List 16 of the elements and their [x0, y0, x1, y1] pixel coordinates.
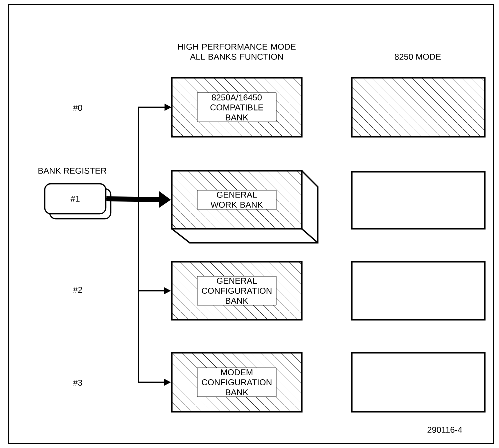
bank-box: GENERAL WORK BANK [171, 170, 303, 230]
node-label: BANK REGISTER [38, 168, 107, 174]
bank-box: MODEM CONFIGURATION BANK [171, 352, 303, 413]
bank-number: #2 [73, 287, 82, 293]
figure-number: 290116-4 [428, 427, 462, 433]
bank-number: #0 [73, 105, 82, 111]
bank-number: #3 [73, 380, 82, 386]
empty-box [351, 171, 486, 230]
column-heading: HIGH PERFORMANCE MODE ALL BANKS FUNCTION [178, 44, 296, 60]
column-heading: 8250 MODE [394, 54, 441, 60]
bank-box [351, 77, 486, 138]
register-box: #1 BANK REGISTER [38, 168, 112, 220]
empty-box [351, 352, 486, 413]
empty-box [351, 261, 486, 321]
bank-box: 8250A/16450 COMPATIBLE BANK [171, 77, 303, 138]
bank-box: GENERAL CONFIGURATION BANK [171, 261, 303, 321]
